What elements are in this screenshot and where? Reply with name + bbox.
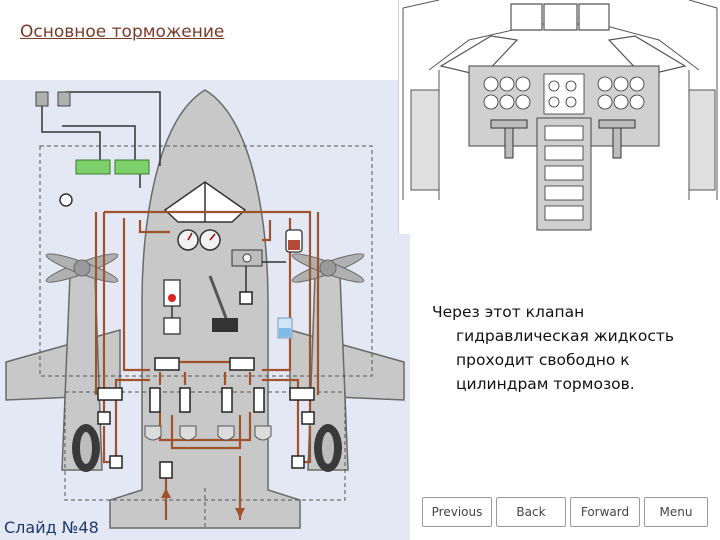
fluid-tank-icon	[277, 317, 293, 339]
aircraft-silhouette	[5, 89, 405, 529]
control-yokes	[490, 119, 636, 159]
valves	[97, 291, 315, 479]
slide-caption: Через этот клапан гидравлическая жидкост…	[432, 300, 712, 396]
brake-switches	[35, 91, 71, 107]
brake-cylinders	[144, 425, 272, 441]
menu-button[interactable]: Menu	[644, 497, 708, 527]
left-propeller	[45, 253, 119, 283]
brake-lever-icon	[208, 275, 238, 332]
slide-number: Слайд №48	[4, 518, 99, 537]
reservoir-icon	[285, 229, 303, 253]
green-switches	[75, 159, 150, 175]
caption-line: проходит свободно к	[456, 351, 630, 369]
indicator-icon	[59, 193, 73, 207]
caption-line: гидравлическая жидкость	[456, 327, 674, 345]
wheel-icon	[72, 424, 342, 472]
flow-arrows	[161, 488, 245, 518]
caption-line: Через этот клапан	[432, 303, 585, 321]
cockpit-gauges	[483, 73, 645, 115]
dashed-outlines	[39, 145, 373, 528]
back-button[interactable]: Back	[496, 497, 566, 527]
emergency-brake-panel	[163, 279, 181, 335]
slide-title: Основное торможение	[20, 22, 225, 42]
pressure-gauge-icon	[177, 229, 221, 251]
cockpit-illustration	[398, 0, 720, 234]
valve-icon	[231, 249, 263, 267]
caption-line: цилиндрам тормозов.	[456, 375, 635, 393]
forward-button[interactable]: Forward	[570, 497, 640, 527]
previous-button[interactable]: Previous	[422, 497, 492, 527]
brake-system-diagram	[0, 80, 410, 540]
